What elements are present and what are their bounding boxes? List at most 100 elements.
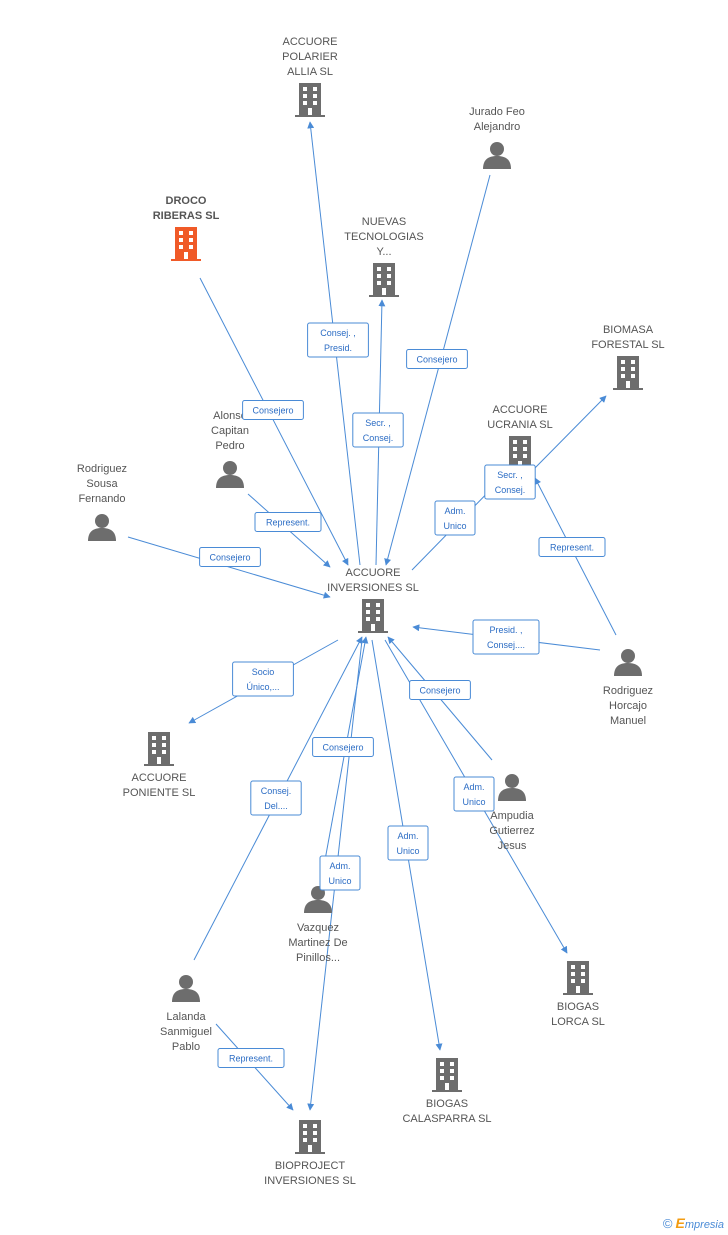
edge-label-text: Unico — [328, 876, 351, 886]
building-icon — [171, 227, 201, 261]
edge-label-box — [199, 547, 261, 567]
node-label: RIBERAS SL — [153, 210, 220, 222]
edge-label-droco-inversiones[interactable]: Consejero — [242, 400, 304, 420]
edge-label-rodriguez_sousa-inversiones[interactable]: Consejero — [199, 547, 261, 567]
node-label: TECNOLOGIAS — [344, 231, 423, 243]
node-label: Pinillos... — [296, 952, 340, 964]
node-label: ACCUORE — [492, 404, 547, 416]
edge-label-text: Secr. , — [365, 418, 391, 428]
edge-label-box — [387, 825, 429, 861]
edge-label-text: Consej. — [363, 433, 394, 443]
edge-label-text: Consejero — [419, 686, 460, 696]
edge-label-text: Represent. — [550, 543, 594, 553]
edge-label-text: Consejero — [209, 553, 250, 563]
edge-label-ucrania-biomasa[interactable]: Secr. ,Consej. — [484, 464, 536, 500]
node-label: Horcajo — [609, 700, 647, 712]
edge-label-inversiones-ucrania[interactable]: Adm.Unico — [434, 500, 476, 536]
edge-label-box — [453, 776, 495, 812]
edge-label-box — [409, 680, 471, 700]
node-label: Capitan — [211, 425, 249, 437]
edge-label-vazquez-inversiones[interactable]: Consejero — [312, 737, 374, 757]
edge-label-text: Consej. — [495, 485, 526, 495]
edge-label-inversiones-poniente[interactable]: SocioÚnico,... — [232, 661, 294, 697]
node-label: Y... — [376, 246, 391, 258]
edge-label-lalanda-inversiones[interactable]: Consej.Del.... — [250, 780, 302, 816]
logo-initial: E — [675, 1215, 685, 1231]
edge-label-inversiones-calasparra[interactable]: Adm.Unico — [387, 825, 429, 861]
node-nuevas[interactable]: NUEVASTECNOLOGIASY... — [344, 216, 424, 297]
person-icon — [172, 975, 200, 1002]
edge-label-box — [217, 1048, 285, 1068]
node-label: Pablo — [172, 1041, 200, 1053]
node-label: UCRANIA SL — [487, 419, 552, 431]
node-label: BIOPROJECT — [275, 1160, 346, 1172]
person-icon — [498, 774, 526, 801]
node-lorca[interactable]: BIOGAS LORCA SL — [551, 961, 605, 1028]
node-label: Sousa — [86, 478, 118, 490]
edge-label-box — [406, 349, 468, 369]
node-ucrania[interactable]: ACCUORE UCRANIA SL — [487, 404, 553, 470]
building-icon — [295, 1120, 325, 1154]
empresia-logo[interactable]: Empresia — [676, 1215, 724, 1231]
node-label: CALASPARRA SL — [402, 1113, 491, 1125]
footer-brand: © Empresia — [663, 1215, 724, 1231]
edge-label-box — [312, 737, 374, 757]
building-icon — [369, 263, 399, 297]
node-label: Jesus — [498, 840, 527, 852]
edge-label-lalanda-bioproject[interactable]: Represent. — [217, 1048, 285, 1068]
node-label: INVERSIONES SL — [327, 582, 419, 594]
person-icon — [88, 514, 116, 541]
node-label: Rodriguez — [603, 685, 653, 697]
node-label: LORCA SL — [551, 1016, 605, 1028]
person-icon — [483, 142, 511, 169]
node-label: Gutierrez — [489, 825, 534, 837]
edge-label-rodriguez_horcajo-ucrania[interactable]: Represent. — [538, 537, 606, 557]
node-label: ACCUORE — [282, 36, 337, 48]
edge-label-text: Consej. — [261, 786, 292, 796]
building-icon — [432, 1058, 462, 1092]
building-icon — [613, 356, 643, 390]
node-label: BIOMASA — [603, 324, 654, 336]
edge-label-text: Adm. — [397, 831, 418, 841]
edge-label-inversiones-accuore_polarier[interactable]: Consej. ,Presid. — [307, 322, 369, 358]
building-icon — [563, 961, 593, 995]
node-label: Jurado Feo — [469, 106, 525, 118]
edge-label-inversiones-lorca[interactable]: Adm.Unico — [453, 776, 495, 812]
edge-labels-layer: Consej. ,Presid.Secr. ,Consej.ConsejeroC… — [199, 322, 606, 1068]
edge-label-alonso-inversiones[interactable]: Represent. — [254, 512, 322, 532]
edge-label-text: Represent. — [229, 1054, 273, 1064]
edge-label-inversiones-nuevas[interactable]: Secr. , Consej. — [352, 412, 404, 448]
node-label: Manuel — [610, 715, 646, 727]
edge-label-inversiones-bioproject[interactable]: Adm.Unico — [319, 855, 361, 891]
edge-label-text: Único,... — [246, 682, 279, 692]
node-label: ACCUORE — [131, 772, 186, 784]
edge-label-rodriguez_horcajo-inversiones[interactable]: Presid. ,Consej.... — [472, 619, 540, 655]
node-label: BIOGAS — [557, 1001, 599, 1013]
node-inversiones[interactable]: ACCUORE INVERSIONES SL — [327, 567, 419, 633]
node-label: Martinez De — [288, 937, 347, 949]
node-label: ACCUORE — [345, 567, 400, 579]
edge-label-box — [472, 619, 540, 655]
edge-label-box — [254, 512, 322, 532]
edge-label-text: Unico — [443, 521, 466, 531]
node-label: ALLIA SL — [287, 66, 333, 78]
edge-label-jurado-inversiones[interactable]: Consejero — [406, 349, 468, 369]
edge-label-text: Consejero — [416, 355, 457, 365]
edge-label-box — [242, 400, 304, 420]
building-icon — [295, 83, 325, 117]
edge-label-ampudia-inversiones[interactable]: Consejero — [409, 680, 471, 700]
edge-droco-inversiones — [199, 277, 349, 566]
